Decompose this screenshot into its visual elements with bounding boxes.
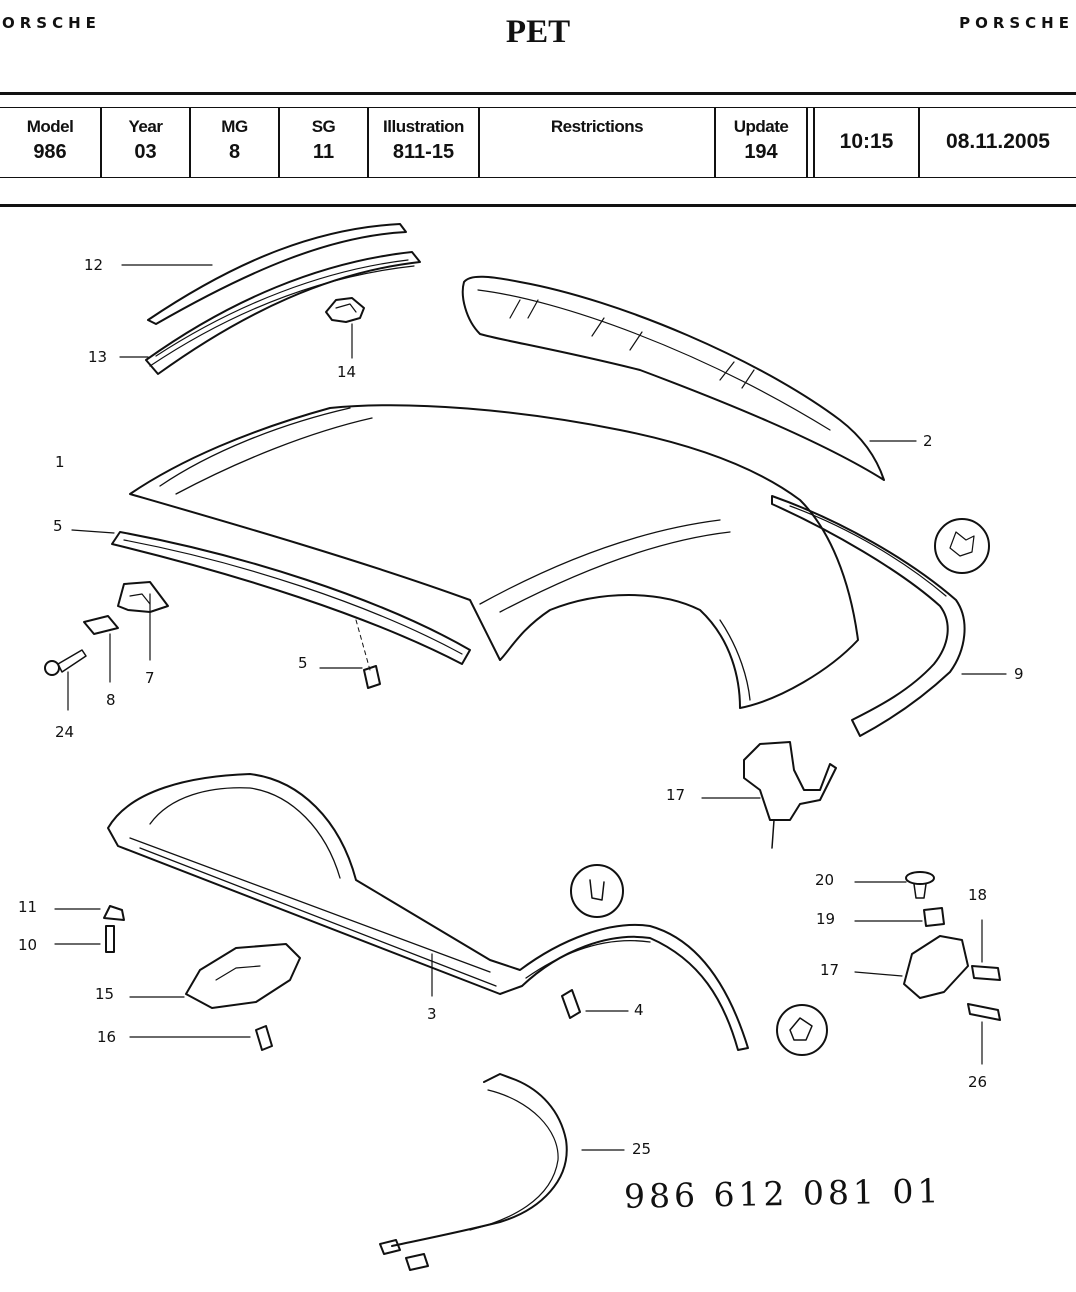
header-top-rule bbox=[0, 92, 1076, 95]
part-8-pad bbox=[83, 615, 119, 635]
part-5-screw-lower bbox=[561, 989, 581, 1019]
sg-value: 11 bbox=[312, 141, 335, 163]
part-14-clip bbox=[325, 297, 365, 323]
clip-detail-circle-3 bbox=[776, 1004, 828, 1056]
callout-2: 2 bbox=[923, 432, 933, 450]
clip-detail-circle-2 bbox=[570, 864, 624, 918]
header-bottom-rule bbox=[0, 177, 1076, 178]
model-value: 986 bbox=[33, 141, 67, 163]
date-cell: 08.11.2005 bbox=[918, 107, 1076, 177]
restrictions-label: Restrictions bbox=[550, 117, 644, 136]
sg-cell: SG 11 bbox=[278, 107, 368, 177]
part-1-top-canvas bbox=[129, 404, 859, 709]
callout-labels: 12 13 14 2 1 5 5 7 8 24 9 17 11 10 15 16… bbox=[18, 256, 1024, 1158]
callout-12: 12 bbox=[84, 256, 103, 274]
update-value: 194 bbox=[744, 141, 778, 163]
clip-detail-circle-1 bbox=[934, 518, 990, 574]
callout-21: 20 bbox=[815, 871, 834, 889]
mg-cell: MG 8 bbox=[189, 107, 279, 177]
part-11-nut bbox=[103, 905, 125, 921]
part-13-seal-channel bbox=[145, 251, 421, 375]
callout-20: 19 bbox=[816, 910, 835, 928]
callout-10: 10 bbox=[18, 936, 37, 954]
callout-8: 8 bbox=[106, 691, 116, 709]
illustration-value: 811-15 bbox=[392, 141, 455, 163]
part-12-trim-strip bbox=[147, 223, 407, 325]
part-26-screw bbox=[967, 1003, 1001, 1021]
header-bottom-thick-rule bbox=[0, 204, 1076, 207]
callout-5-lower: 4 bbox=[634, 1001, 644, 1019]
callout-4: 5 bbox=[53, 517, 63, 535]
part-16-screw bbox=[255, 1025, 273, 1051]
callout-5-upper: 5 bbox=[298, 654, 308, 672]
date-value: 08.11.2005 bbox=[946, 130, 1050, 153]
callout-25: 25 bbox=[632, 1140, 651, 1158]
part-15-latch-plate bbox=[185, 943, 301, 1009]
time-cell: 10:15 bbox=[813, 107, 919, 177]
part-25-cable bbox=[379, 1073, 568, 1271]
callout-24: 24 bbox=[55, 723, 74, 741]
part-10-bolt bbox=[105, 925, 115, 953]
part-2-rear-window bbox=[461, 275, 885, 481]
part-3-frame bbox=[107, 773, 749, 1051]
sg-label: SG bbox=[311, 117, 336, 136]
part-5-screw-upper bbox=[355, 619, 381, 689]
callout-19: 18 bbox=[968, 886, 987, 904]
callout-15: 15 bbox=[95, 985, 114, 1003]
callout-7: 7 bbox=[145, 669, 155, 687]
callout-17: 17 bbox=[666, 786, 685, 804]
year-cell: Year 03 bbox=[100, 107, 190, 177]
callout-1: 1 bbox=[55, 453, 65, 471]
part-19-bolt bbox=[971, 965, 1001, 981]
mg-value: 8 bbox=[228, 141, 241, 163]
update-label: Update bbox=[733, 117, 789, 136]
callout-16: 16 bbox=[97, 1028, 116, 1046]
porsche-logo-left: PORSCHE bbox=[0, 14, 101, 32]
part-17-latch bbox=[743, 741, 837, 849]
part-9-side-seal bbox=[771, 495, 966, 737]
page-title: PET bbox=[505, 14, 571, 50]
year-value: 03 bbox=[134, 141, 157, 163]
part-7-bracket bbox=[117, 581, 169, 613]
callout-3: 3 bbox=[427, 1005, 437, 1023]
separator-cell bbox=[806, 107, 815, 177]
illustration-label: Illustration bbox=[383, 117, 464, 136]
header-info-table: Model 986 Year 03 MG 8 SG 11 Illustration 811… bbox=[0, 107, 1076, 177]
time-value: 10:15 bbox=[839, 130, 894, 153]
part-21-pin bbox=[905, 871, 935, 899]
callout-9: 9 bbox=[1014, 665, 1024, 683]
year-label: Year bbox=[128, 117, 163, 136]
mg-label: MG bbox=[221, 117, 248, 136]
update-cell: Update 194 bbox=[714, 107, 807, 177]
callout-14: 14 bbox=[337, 363, 356, 381]
callout-26: 26 bbox=[968, 1073, 987, 1091]
illustration-cell: Illustration 811-15 bbox=[367, 107, 479, 177]
part-4-front-strip bbox=[111, 531, 471, 665]
handwritten-part-number: 986 612 081 01 bbox=[623, 1171, 943, 1216]
model-label: Model bbox=[26, 117, 74, 136]
callout-11: 11 bbox=[18, 898, 37, 916]
restrictions-cell: Restrictions bbox=[478, 107, 715, 177]
callout-18: 17 bbox=[820, 961, 839, 979]
model-cell: Model 986 bbox=[0, 107, 101, 177]
part-20-bushing bbox=[923, 907, 945, 927]
callout-leader-lines bbox=[54, 264, 1007, 1151]
part-18-bracket bbox=[903, 935, 969, 999]
callout-13: 13 bbox=[88, 348, 107, 366]
part-24-screw bbox=[44, 649, 87, 676]
porsche-logo-right: PORSCHE bbox=[959, 14, 1074, 32]
